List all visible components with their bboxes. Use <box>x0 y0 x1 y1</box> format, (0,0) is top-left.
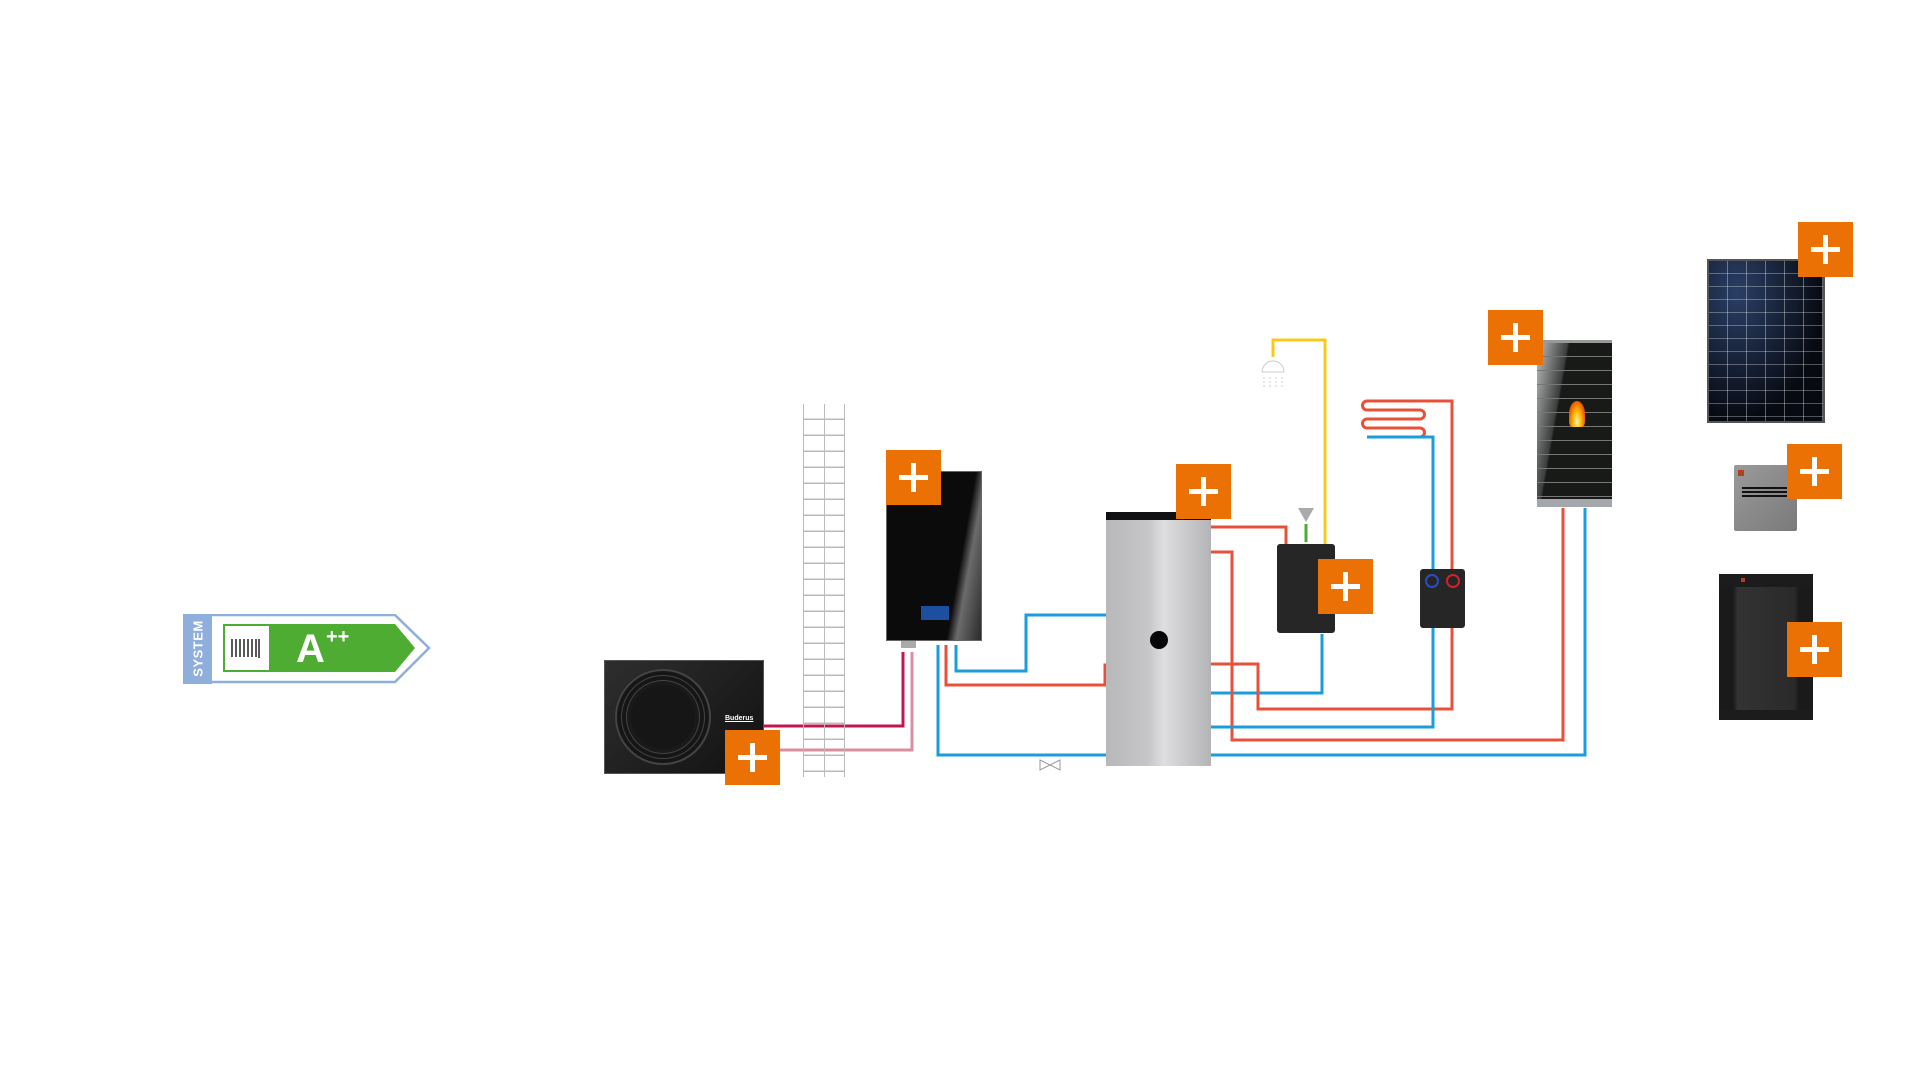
fws-hot-pipe <box>1211 525 1288 544</box>
pump-group <box>1420 569 1465 628</box>
pellet-stove <box>1537 340 1612 507</box>
heating-return-pipe <box>1367 435 1435 569</box>
solar-panel <box>1707 259 1825 423</box>
rating-letter: A <box>296 627 325 671</box>
flame-icon <box>1569 401 1585 427</box>
battery-led <box>1741 578 1745 582</box>
storage-tank <box>1106 512 1211 766</box>
boiler-hot-pipe <box>944 645 1107 687</box>
valve-icon <box>1039 759 1061 771</box>
floor-heating-coil <box>1361 399 1426 439</box>
pump-return-pipe <box>1211 628 1435 729</box>
blue-gauge-icon <box>1425 574 1439 588</box>
boiler-display <box>921 606 949 620</box>
heating-flow-pipe <box>1211 628 1454 711</box>
boiler-connector <box>901 641 916 648</box>
fan-grille <box>615 669 711 765</box>
red-gauge-icon <box>1446 574 1460 588</box>
funnel-icon <box>1298 508 1314 522</box>
tank-top <box>1106 512 1211 520</box>
rating-plus: ++ <box>326 626 350 648</box>
dhw-pipe <box>1271 338 1327 544</box>
radiator-icon <box>231 639 260 658</box>
brand-logo: Buderus <box>725 715 754 722</box>
energy-label: SYSTEM A ++ <box>183 614 433 684</box>
add-boiler-button[interactable] <box>886 450 941 505</box>
add-solar-panel-button[interactable] <box>1798 222 1853 277</box>
tank-port <box>1150 631 1168 649</box>
add-inverter-button[interactable] <box>1787 444 1842 499</box>
add-storage-tank-button[interactable] <box>1176 464 1231 519</box>
inverter-led <box>1738 470 1744 476</box>
brick-wall <box>803 404 845 777</box>
add-pellet-stove-button[interactable] <box>1488 310 1543 365</box>
fws-return-pipe <box>1211 634 1324 695</box>
shower-icon <box>1261 360 1285 389</box>
inverter-vent <box>1742 487 1792 499</box>
boiler-cold-pipe <box>954 613 1106 673</box>
heating-coil-flow-pipe <box>1367 399 1454 569</box>
heat-pump-return-pipe <box>780 652 914 752</box>
add-fresh-water-station-button[interactable] <box>1318 559 1373 614</box>
boiler-return-pipe <box>936 645 1106 757</box>
stove-flow-pipe <box>1211 508 1565 742</box>
energy-label-frame <box>183 614 431 684</box>
add-battery-button[interactable] <box>1787 622 1842 677</box>
stove-return-pipe <box>1211 508 1587 757</box>
add-heat-pump-button[interactable] <box>725 730 780 785</box>
inverter <box>1734 465 1797 531</box>
